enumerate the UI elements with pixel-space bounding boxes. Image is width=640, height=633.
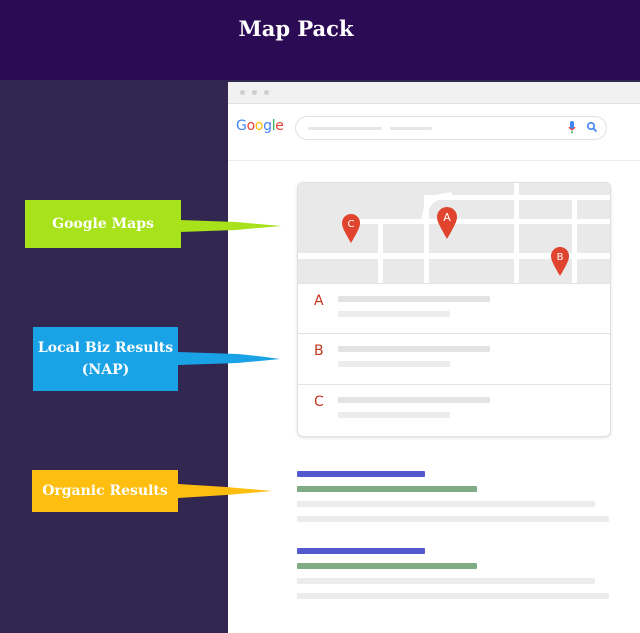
map-pin-c-icon[interactable]: C [342,214,360,243]
organic-snippet-placeholder [297,501,595,507]
logo-letter: e [275,118,284,134]
organic-snippet-placeholder [297,578,595,584]
result-letter: B [314,343,324,359]
map-pin-label: C [348,219,355,230]
organic-snippet-placeholder [297,516,609,522]
local-biz-callout: Local Biz Results (NAP) [33,327,178,391]
window-dot-icon [252,90,257,95]
google-maps-callout: Google Maps [25,200,181,248]
header-banner: Map Pack [0,0,640,80]
list-item[interactable]: B [298,333,610,384]
callout-subtext: (NAP) [81,362,130,378]
maps-connector [180,220,282,232]
map-pin-a-icon[interactable]: A [437,207,457,239]
logo-letter: G [236,118,247,134]
result-letter: C [314,394,324,410]
list-item[interactable]: C [298,384,610,435]
search-icon[interactable] [586,121,598,133]
organic-url-placeholder [297,486,477,492]
google-logo: Google [236,118,284,134]
search-input[interactable] [295,116,607,140]
map-pack-card: C A B A B C [297,182,611,437]
organic-connector [178,484,272,498]
map-pin-label: B [557,252,564,263]
organic-snippet-placeholder [297,593,609,599]
map-pin-label: A [443,211,451,224]
organic-url-placeholder [297,563,477,569]
callout-text: Organic Results [42,483,168,499]
business-detail-placeholder [338,311,450,317]
window-dot-icon [240,90,245,95]
business-detail-placeholder [338,412,450,418]
search-text-placeholder [308,127,382,130]
page-title: Map Pack [238,16,354,41]
logo-letter: o [254,118,264,134]
business-name-placeholder [338,296,490,302]
result-letter: A [314,293,324,309]
logo-letter: o [246,118,256,134]
business-name-placeholder [338,397,490,403]
browser-window: Google [228,82,640,633]
logo-letter: g [263,118,272,134]
organic-results-callout: Organic Results [32,470,178,512]
business-detail-placeholder [338,361,450,367]
search-text-placeholder [390,127,432,130]
window-dot-icon [264,90,269,95]
business-name-placeholder [338,346,490,352]
map-image[interactable]: C A B [298,183,610,283]
map-pin-b-icon[interactable]: B [551,247,569,276]
microphone-icon[interactable] [568,121,576,134]
list-item[interactable]: A [298,283,610,334]
browser-titlebar [228,82,640,104]
callout-text: Local Biz Results [37,340,174,356]
google-search-header: Google [228,104,640,161]
local-connector [178,352,280,365]
logo-letter: l [271,118,276,134]
organic-title-placeholder[interactable] [297,471,425,477]
callout-text: Google Maps [52,216,154,232]
organic-title-placeholder[interactable] [297,548,425,554]
